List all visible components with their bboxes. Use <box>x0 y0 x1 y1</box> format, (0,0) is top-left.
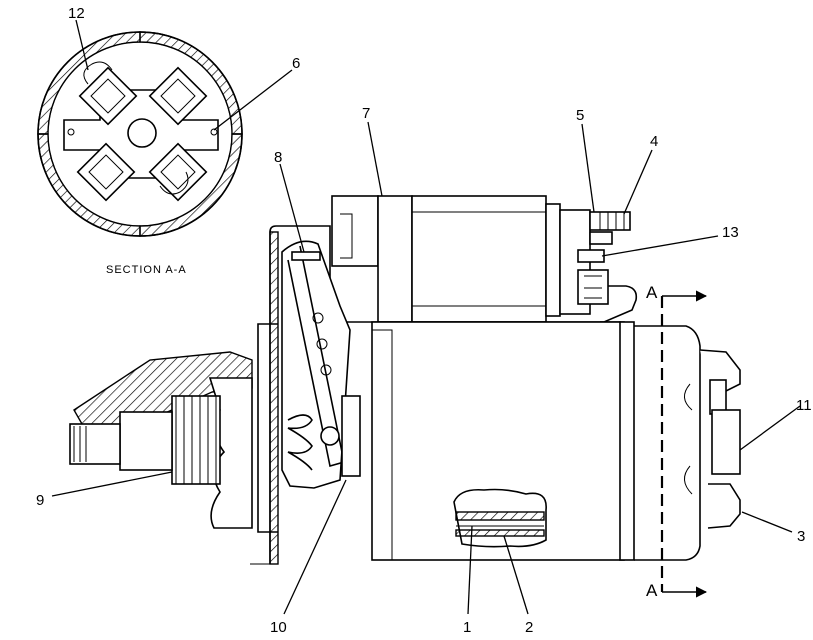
mount-hole-left <box>67 128 75 136</box>
section-marker-top: A <box>646 283 658 302</box>
leader-6 <box>213 69 293 131</box>
shaft-end <box>69 423 121 465</box>
leader-3 <box>741 511 793 533</box>
callout-6: 6 <box>292 55 300 72</box>
end-bracket-lower <box>707 483 741 529</box>
brush-holder-bottom-right <box>148 142 208 202</box>
brush-holder-top-right <box>148 66 208 126</box>
callout-3: 3 <box>797 528 805 545</box>
solenoid-body <box>411 195 547 323</box>
brush-holder-top-left <box>78 66 138 126</box>
callout-7: 7 <box>362 105 370 122</box>
commutator-center <box>127 118 157 148</box>
callout-12: 12 <box>68 5 85 22</box>
mount-hole-right <box>210 128 218 136</box>
motor-frame <box>371 321 741 561</box>
housing-hatch-se <box>139 133 243 237</box>
section-caption: SECTION A-A <box>106 264 187 276</box>
callout-9: 9 <box>36 492 44 509</box>
brush-spring-12 <box>83 61 113 85</box>
leader-11 <box>739 405 801 451</box>
callout-11: 11 <box>796 397 812 414</box>
leader-12 <box>75 19 89 71</box>
callout-13: 13 <box>722 224 739 241</box>
solenoid <box>331 195 638 323</box>
terminal-stud-13 <box>577 249 605 263</box>
callout-1: 1 <box>463 619 471 636</box>
motor-terminal <box>577 269 609 305</box>
solenoid-flange <box>377 195 413 323</box>
lever-cutaway <box>281 240 351 489</box>
leader-8 <box>279 163 305 253</box>
armature-winding <box>455 529 545 537</box>
drive-housing-outline <box>269 225 621 564</box>
terminal-nut-5 <box>589 231 613 245</box>
through-bolt-head <box>709 379 727 415</box>
leader-2 <box>503 535 529 615</box>
pinion <box>171 395 221 485</box>
shift-lever <box>287 245 345 468</box>
mounting-flange <box>269 231 279 565</box>
solenoid-end-cap <box>545 203 561 317</box>
brush-spring-lower <box>159 171 189 195</box>
leader-lines <box>51 19 801 615</box>
leader-1 <box>467 525 473 615</box>
housing-hatch-nw <box>37 31 141 135</box>
drive-housing <box>69 225 621 565</box>
leader-4 <box>623 149 653 215</box>
callout-4: 4 <box>650 133 658 150</box>
field-frame <box>371 321 625 561</box>
housing-hatch-sw <box>37 133 141 237</box>
leader-10 <box>283 479 347 615</box>
pinion-shaft <box>119 411 173 471</box>
return-spring <box>287 414 313 471</box>
leader-9 <box>51 471 173 497</box>
motor-strap <box>600 285 638 323</box>
callout-labels: 1 2 3 4 5 6 7 8 9 10 11 12 13 <box>36 5 812 636</box>
frame-band <box>619 321 635 561</box>
callout-2: 2 <box>525 619 533 636</box>
commutator-end-housing <box>634 325 701 561</box>
callout-8: 8 <box>274 149 282 166</box>
callout-5: 5 <box>576 107 584 124</box>
leader-5 <box>581 123 595 213</box>
section-line-a-a: A A <box>646 283 708 600</box>
section-a-a-view: SECTION A-A <box>37 31 243 276</box>
section-marker-bottom: A <box>646 581 658 600</box>
leader-13 <box>601 235 719 257</box>
solenoid-front-cap <box>331 195 379 267</box>
callout-10: 10 <box>270 619 287 636</box>
drive-collar <box>341 395 361 477</box>
lever-pivot-pin <box>291 251 321 261</box>
leader-7 <box>367 121 383 197</box>
field-coil <box>455 511 545 521</box>
brush-holder-bottom-left <box>76 142 136 202</box>
terminal-boss <box>711 409 741 475</box>
